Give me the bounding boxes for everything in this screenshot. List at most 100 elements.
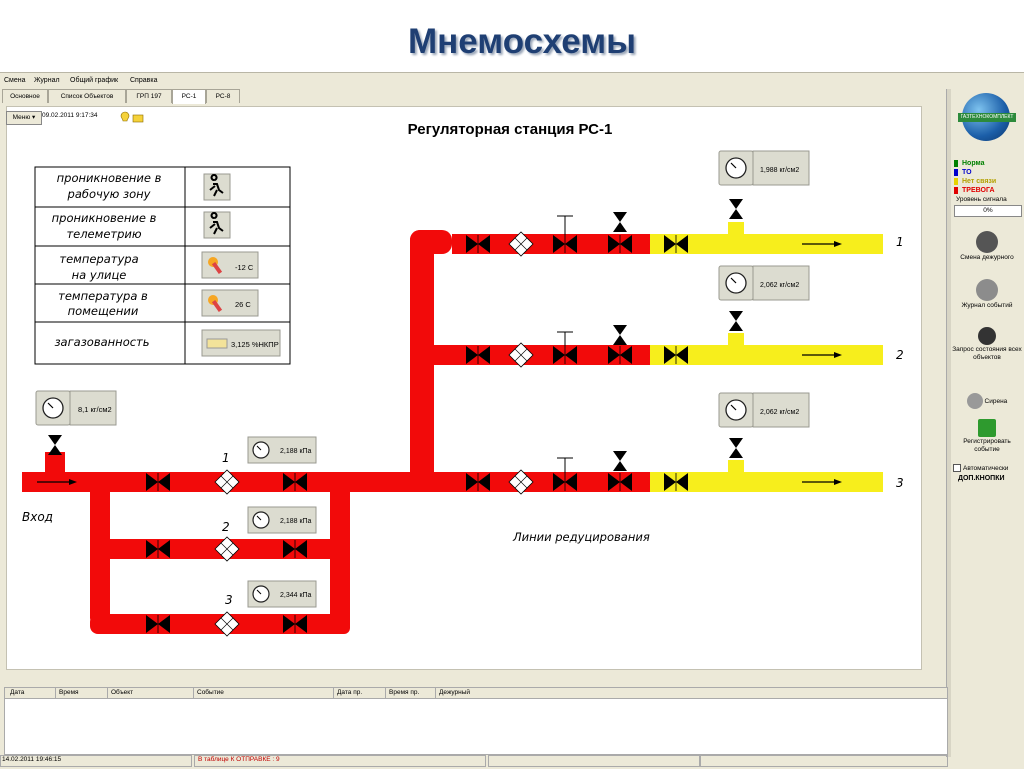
- legend-to: ТО: [962, 169, 972, 176]
- tab-object-list[interactable]: Список Объектов: [48, 89, 126, 103]
- tab-rs1[interactable]: РС-1: [172, 89, 206, 104]
- sensor-label: температура: [59, 252, 138, 266]
- inlet-line-number: 3: [225, 593, 233, 607]
- svg-text:2,188 кПа: 2,188 кПа: [280, 518, 312, 525]
- shift-change-button[interactable]: Смена дежурного: [952, 231, 1022, 262]
- inlet-line-1[interactable]: [145, 469, 308, 495]
- sensor-label: проникновение в: [57, 171, 162, 185]
- sensor-label: телеметрию: [66, 227, 141, 241]
- legend-swatch-nolink: [954, 178, 958, 185]
- reducing-line-3[interactable]: [465, 451, 689, 495]
- right-panel: ГАЗТЕХНОКОМПЛЕКТ Норма ТО Нет связи ТРЕВ…: [950, 89, 1024, 757]
- status-legend: Норма ТО Нет связи ТРЕВОГА: [954, 159, 996, 195]
- sensor-label: рабочую зону: [67, 187, 151, 201]
- tab-rs8[interactable]: РС-8: [206, 89, 240, 103]
- gas-sensor-icon: [206, 338, 228, 349]
- sensor-label: загазованность: [54, 335, 149, 349]
- legend-swatch-to: [954, 169, 958, 176]
- event-table-header: Дата Время Объект Событие Дата пр. Время…: [5, 688, 947, 699]
- col-time-received[interactable]: Время пр.: [389, 689, 420, 696]
- indoor-temp-value: 26 С: [235, 300, 251, 309]
- outlet1-pressure-gauge[interactable]: 1,988 кг/см2: [718, 150, 810, 219]
- sensor-label: проникновение в: [52, 211, 157, 225]
- inlet-label: Вход: [22, 510, 53, 524]
- col-date[interactable]: Дата: [10, 689, 25, 696]
- outlet-line-number: 3: [896, 476, 904, 490]
- outlet-line-number: 2: [896, 348, 904, 362]
- tab-main[interactable]: Основное: [2, 89, 48, 103]
- gas-level-value: 3,125 %НКПР: [231, 340, 279, 349]
- outlet-line-number: 1: [896, 235, 904, 249]
- auto-label: Автоматически: [963, 464, 1009, 472]
- journal-icon: [976, 279, 998, 301]
- register-icon: [978, 419, 996, 437]
- legend-swatch-norm: [954, 160, 958, 167]
- event-journal-button[interactable]: Журнал событий: [952, 279, 1022, 310]
- vertical-scrollbar[interactable]: [946, 89, 951, 757]
- svg-text:2,062 кг/см2: 2,062 кг/см2: [760, 282, 799, 289]
- scada-window: Смена Журнал Общий график Справка Основн…: [0, 72, 1024, 769]
- menu-item-journal[interactable]: Журнал: [34, 77, 60, 84]
- line3-pressure-gauge[interactable]: 2,344 кПа: [247, 580, 317, 608]
- menu-item-help[interactable]: Справка: [130, 77, 158, 84]
- outdoor-temp-indicator[interactable]: [201, 251, 259, 279]
- checkbox-box[interactable]: [953, 464, 961, 472]
- outlet2-pressure-gauge[interactable]: 2,062 кг/см2: [718, 265, 810, 331]
- legend-norm: Норма: [962, 160, 985, 167]
- status-datetime: 14.02.2011 19:46:15: [2, 756, 62, 763]
- slide-title: Мнемосхемы: [407, 22, 637, 61]
- svg-text:2,188 кПа: 2,188 кПа: [280, 448, 312, 455]
- inlet-line-number: 1: [222, 451, 230, 465]
- col-event[interactable]: Событие: [197, 689, 224, 696]
- menu-item-schedule[interactable]: Общий график: [70, 77, 119, 84]
- globe-icon: [978, 327, 996, 345]
- extra-buttons-label[interactable]: ДОП.КНОПКИ: [958, 475, 1005, 482]
- sensor-label: на улице: [72, 268, 127, 282]
- signal-level-value: 0%: [954, 205, 1022, 217]
- siren-button[interactable]: Сирена: [952, 393, 1022, 410]
- low-pressure-pipes: [650, 222, 883, 492]
- menu-item-shift[interactable]: Смена: [4, 77, 26, 84]
- inlet-line-number: 2: [222, 520, 230, 534]
- col-time[interactable]: Время: [59, 689, 79, 696]
- logo-text: ГАЗТЕХНОКОМПЛЕКТ: [958, 113, 1016, 122]
- diagram-title: Регуляторная станция РС-1: [408, 121, 613, 138]
- event-table: Дата Время Объект Событие Дата пр. Время…: [4, 687, 948, 755]
- reducing-line-1[interactable]: [465, 212, 689, 257]
- col-object[interactable]: Объект: [111, 689, 134, 696]
- outlet3-pressure-gauge[interactable]: 2,062 кг/см2: [718, 392, 810, 458]
- legend-no-link: Нет связи: [962, 178, 997, 185]
- svg-text:8,1 кг/см2: 8,1 кг/см2: [78, 405, 112, 414]
- col-operator[interactable]: Дежурный: [439, 689, 471, 696]
- reducing-lines-label: Линии редуцирования: [512, 530, 650, 544]
- duty-person-icon: [976, 231, 998, 253]
- alert-icons[interactable]: [120, 111, 146, 124]
- svg-text:2,344 кПа: 2,344 кПа: [280, 592, 312, 599]
- outdoor-temp-value: -12 С: [235, 263, 254, 272]
- col-date-received[interactable]: Дата пр.: [337, 689, 363, 696]
- menu-dropdown-button[interactable]: Меню ▾: [6, 111, 42, 125]
- status-bar: 14.02.2011 19:46:15 В таблице К ОТПРАВКЕ…: [0, 755, 1024, 767]
- siren-icon: [966, 393, 983, 409]
- legend-alarm: ТРЕВОГА: [962, 187, 995, 194]
- tab-grp197[interactable]: ГРП 197: [126, 89, 172, 103]
- auto-checkbox[interactable]: Автоматически: [953, 464, 1008, 472]
- sensor-label: температура в: [58, 289, 148, 303]
- line1-pressure-gauge[interactable]: 2,188 кПа: [247, 436, 317, 464]
- high-pressure-pipes: [22, 230, 702, 634]
- sensor-table: проникновение в рабочую зону проникновен…: [34, 166, 291, 365]
- mimic-canvas: [6, 106, 922, 670]
- status-queue: В таблице К ОТПРАВКЕ : 9: [198, 756, 280, 763]
- svg-text:2,062 кг/см2: 2,062 кг/см2: [760, 409, 799, 416]
- signal-level-label: Уровень сигнала: [956, 196, 1007, 203]
- line2-pressure-gauge[interactable]: 2,188 кПа: [247, 506, 317, 534]
- inlet-pressure-gauge[interactable]: 8,1 кг/см2: [35, 390, 117, 455]
- sensor-label: помещении: [68, 304, 139, 318]
- legend-swatch-alarm: [954, 187, 958, 194]
- current-datetime: 09.02.2011 9:17:34: [42, 112, 98, 119]
- reducing-line-2[interactable]: [465, 325, 689, 368]
- svg-text:1,988 кг/см2: 1,988 кг/см2: [760, 167, 799, 174]
- register-event-button[interactable]: Регистрировать событие: [952, 419, 1022, 453]
- poll-all-objects-button[interactable]: Запрос состояния всех объектов: [952, 327, 1022, 361]
